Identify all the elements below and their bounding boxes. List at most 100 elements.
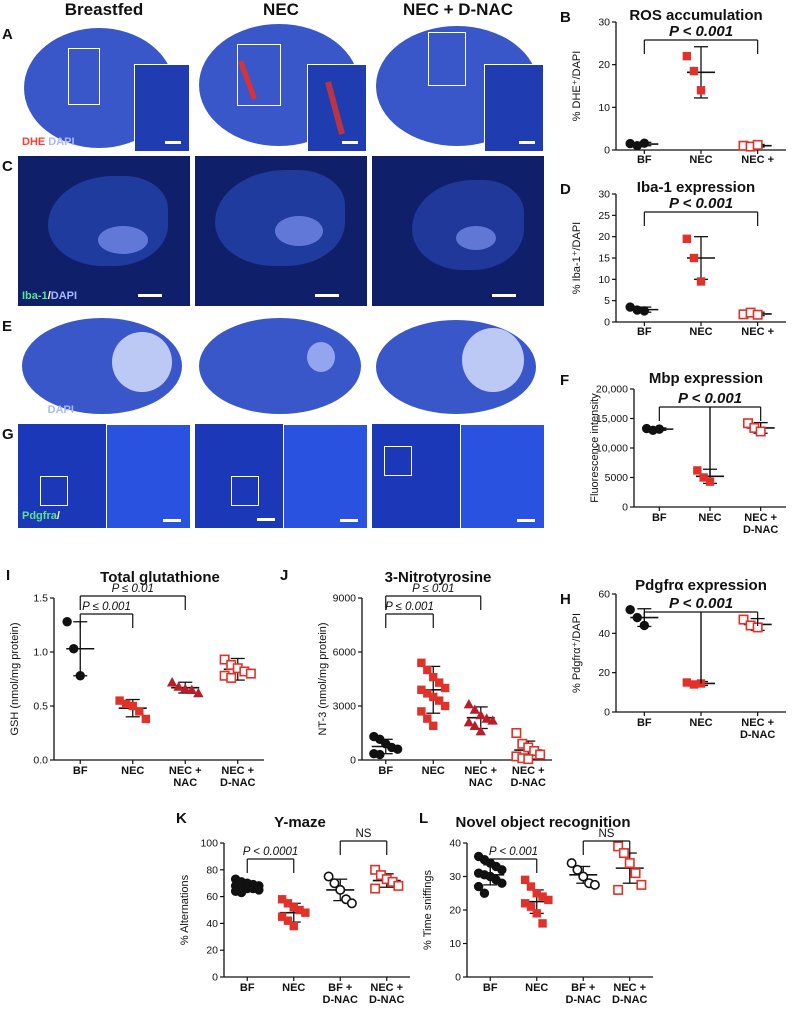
x-tick-label: D-NAC [220,777,255,789]
axes [220,842,410,981]
x-tick-label: NEC [525,982,548,994]
data-point [440,683,450,693]
significance-bracket [658,406,762,477]
axes [630,388,786,511]
series-3 [613,841,647,895]
series-2 [738,139,772,152]
y-tick-label: 20 [449,905,461,917]
data-point [68,644,79,654]
data-point [193,687,204,698]
series-1 [682,678,715,689]
data-point [186,684,198,694]
micrograph-e-nec [195,312,367,420]
data-point [277,912,287,921]
series-0 [230,874,264,898]
y-axis-label: % Time sniffings [422,870,434,950]
panel-letter-h: H [560,591,571,608]
panel-letter-l: L [419,810,428,827]
data-point [329,878,340,889]
series-1 [115,696,151,724]
series-3 [219,654,256,683]
data-point [705,477,715,486]
data-point [481,713,492,723]
x-tick-label: BF [73,765,88,777]
y-tick-label: 60 [206,891,218,903]
x-tick-label: D-NAC [740,729,775,741]
data-point [538,919,547,928]
data-point [75,671,85,681]
data-point [370,864,381,875]
x-tick-label: D-NAC [511,777,546,789]
data-point [245,668,256,679]
x-tick-label: NAC [469,777,493,789]
data-point [370,883,381,894]
y-tick-label: 80 [206,864,218,876]
p-value-label: P ≤ 0.001 [385,601,434,613]
data-point [141,714,151,724]
y-tick-label: 30 [598,189,610,201]
x-tick-label: D-NAC [743,524,778,536]
x-tick-label: D-NAC [323,994,358,1006]
series-2 [166,677,204,698]
data-point [469,720,481,730]
chart-title: Total glutathione [100,569,220,586]
data-point [429,721,438,730]
data-point [532,889,541,898]
series-0 [473,851,507,898]
x-tick-label: BF [637,717,652,729]
data-point [526,902,536,911]
data-point [463,699,475,709]
y-tick-label: 20 [598,59,610,71]
data-point [511,728,522,739]
data-point [475,726,486,736]
data-point [417,707,426,716]
micrograph-a-nec [195,20,367,152]
error-bar [615,852,644,884]
series-0 [641,423,674,436]
data-point [173,681,184,691]
x-tick-label: BF + [571,982,595,994]
axes [612,193,786,326]
data-point [497,865,507,875]
p-value-label: P < 0.001 [669,195,733,212]
x-tick-label: NEC [689,326,712,337]
data-point [121,699,131,709]
data-point [636,879,647,890]
significance-bracket [385,613,434,628]
x-tick-label: NEC [121,765,144,777]
y-tick-label: 60 [598,589,610,601]
data-point [572,864,583,875]
y-tick-label: 30 [449,871,461,883]
data-point [423,689,432,698]
data-point [752,139,763,150]
x-tick-label: NEC + [741,717,774,729]
x-tick-label: BF [637,154,652,165]
data-point [236,887,247,898]
significance-bracket [385,595,482,610]
y-axis-label: Fluorescence intensity [589,393,601,503]
panel-letter-c: C [2,158,13,175]
data-point [128,701,137,711]
micrograph-g-breastfed: Pdgfra/ [18,424,190,528]
data-point [289,903,298,912]
chart-title: 3-Nitrotyrosine [385,569,492,586]
data-point [283,916,293,925]
y-tick-label: 25 [598,210,610,222]
data-point [532,909,541,918]
axes [463,842,653,981]
chart-title: ROS accumulation [629,7,762,24]
micrograph-e-breastfed: Mbp/DAPI [18,312,190,420]
x-tick-label: NEC [422,765,445,777]
series-1 [682,234,715,286]
y-tick-label: 0 [350,755,356,767]
series-0 [369,731,403,760]
panel-letter-b: B [560,9,571,26]
panel-letter-j: J [280,567,288,584]
x-tick-label: NEC [698,512,721,524]
x-tick-label: NEC [689,154,712,165]
data-point [219,654,230,665]
data-point [696,277,706,286]
column-header-breastfed: Breastfed [64,0,144,19]
